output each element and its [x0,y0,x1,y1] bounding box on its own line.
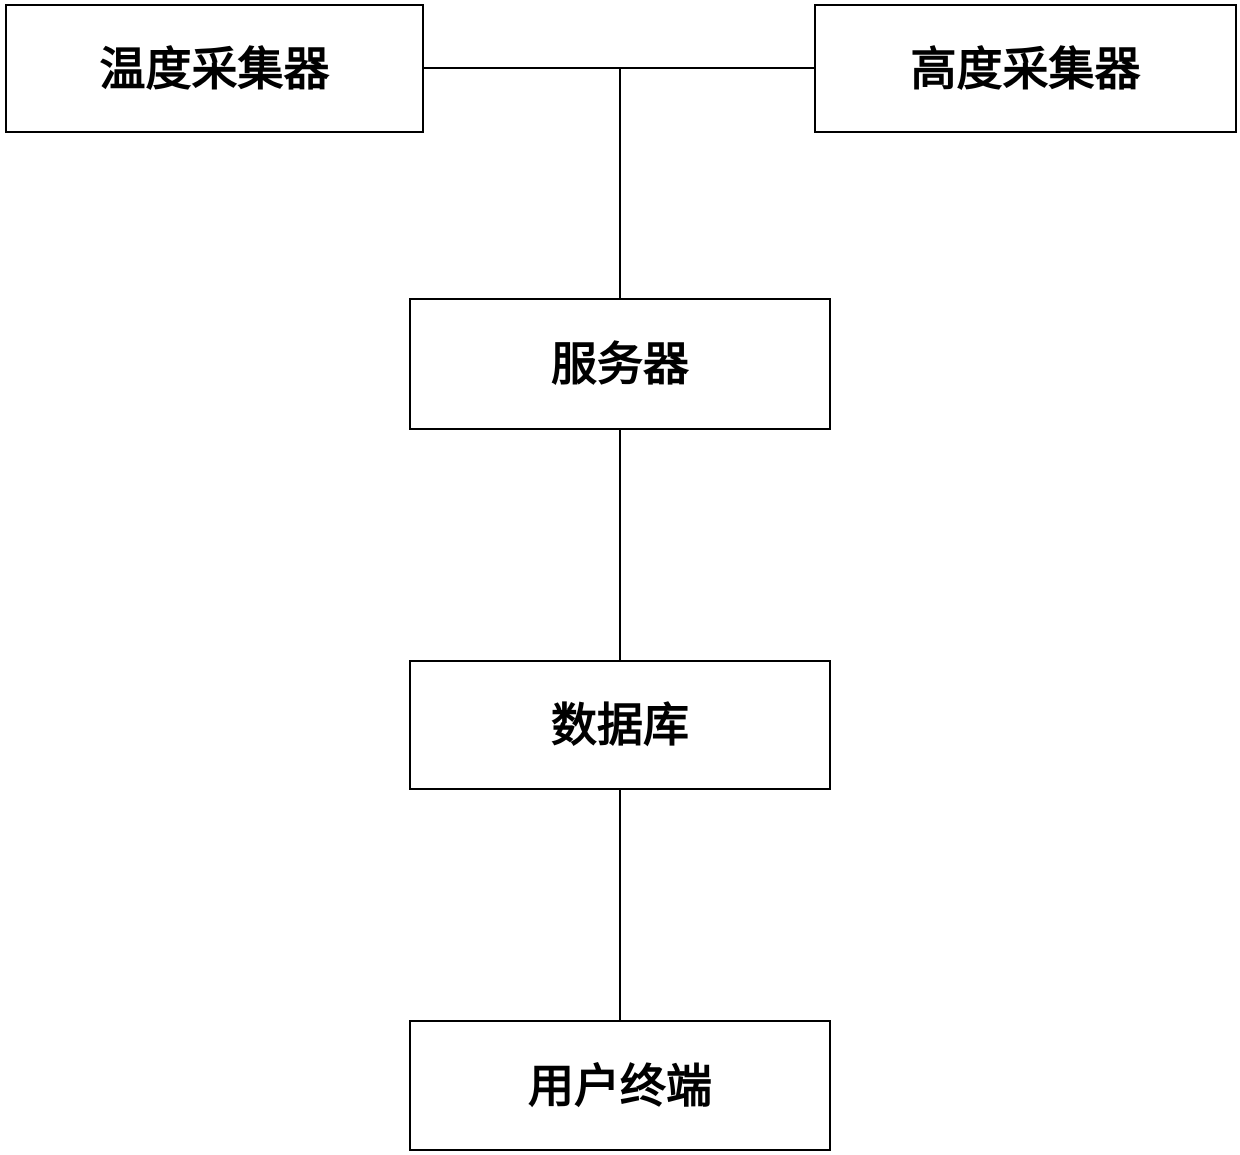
temperature-collector-box: 温度采集器 [5,4,424,133]
height-collector-box: 高度采集器 [814,4,1237,133]
database-box: 数据库 [409,660,831,790]
height-collector-label: 高度采集器 [911,46,1141,92]
database-label: 数据库 [551,702,689,748]
server-label: 服务器 [551,341,689,387]
temperature-collector-label: 温度采集器 [100,46,330,92]
server-box: 服务器 [409,298,831,430]
user-terminal-label: 用户终端 [528,1063,712,1109]
user-terminal-box: 用户终端 [409,1020,831,1151]
